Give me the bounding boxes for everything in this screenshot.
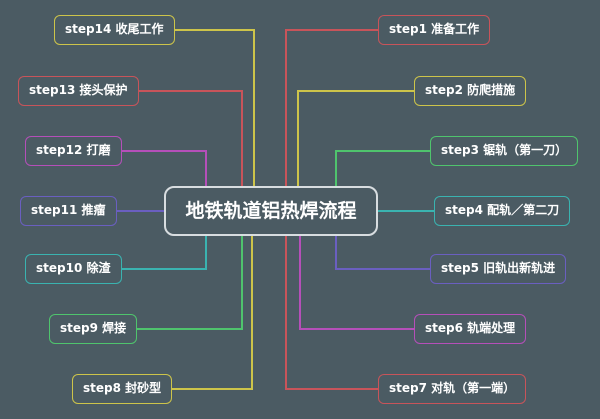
- connector-step6: [299, 236, 414, 330]
- central-topic[interactable]: 地铁轨道铝热焊流程: [164, 186, 378, 236]
- node-step4[interactable]: step4 配轨／第二刀: [434, 196, 571, 226]
- connector-step7: [285, 236, 378, 390]
- connector-step3: [335, 150, 430, 186]
- node-step12[interactable]: step12 打磨: [25, 136, 122, 166]
- connector-step14: [175, 29, 255, 186]
- node-step1[interactable]: step1 准备工作: [378, 15, 491, 45]
- node-step11[interactable]: step11 推瘤: [20, 196, 117, 226]
- node-step13[interactable]: step13 接头保护: [18, 76, 139, 106]
- node-step3[interactable]: step3 锯轨（第一刀）: [430, 136, 579, 166]
- connector-step13: [139, 90, 243, 186]
- node-step5[interactable]: step5 旧轨出新轨进: [430, 254, 567, 284]
- connector-step1: [285, 29, 378, 186]
- connector-step9: [137, 236, 243, 330]
- node-step9[interactable]: step9 焊接: [49, 314, 138, 344]
- connector-step8: [172, 236, 253, 390]
- node-step2[interactable]: step2 防爬措施: [414, 76, 527, 106]
- node-step8[interactable]: step8 封砂型: [72, 374, 173, 404]
- connector-step5: [335, 236, 430, 270]
- connector-step12: [122, 150, 207, 186]
- node-step10[interactable]: step10 除渣: [25, 254, 122, 284]
- node-step14[interactable]: step14 收尾工作: [54, 15, 175, 45]
- connector-step2: [297, 90, 414, 186]
- connector-step10: [122, 236, 207, 270]
- node-step7[interactable]: step7 对轨（第一端）: [378, 374, 527, 404]
- node-step6[interactable]: step6 轨端处理: [414, 314, 527, 344]
